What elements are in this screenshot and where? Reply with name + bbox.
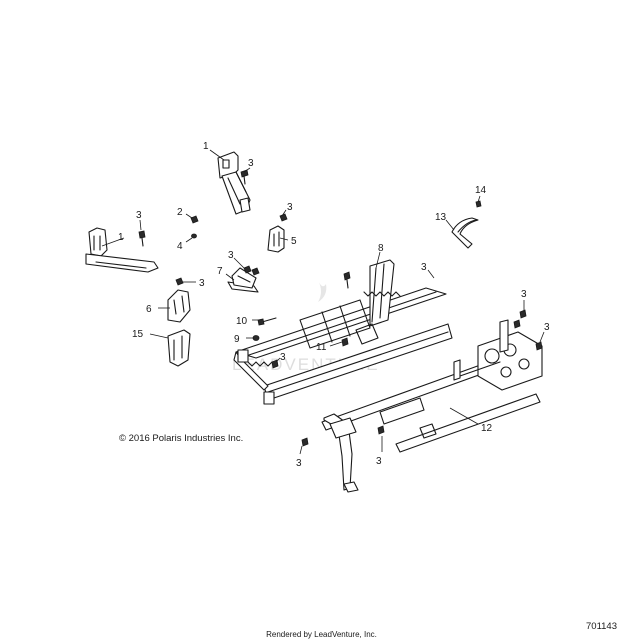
callout-3-right-of-8: 3	[421, 262, 427, 273]
part-15-bracket	[167, 329, 191, 367]
bolts-3-rear	[513, 309, 543, 351]
part-8-subframe	[233, 259, 453, 405]
callout-4: 4	[177, 241, 183, 252]
part-13-strap	[451, 217, 479, 249]
callout-3-bottom-left: 3	[296, 458, 302, 469]
callout-9: 9	[234, 334, 240, 345]
leader-lines	[101, 149, 545, 455]
callout-3-rear-right: 3	[544, 322, 550, 333]
callout-10: 10	[236, 316, 248, 327]
bolt-10	[257, 317, 277, 326]
callout-3-upper: 3	[248, 158, 254, 169]
callout-2: 2	[177, 207, 183, 218]
bolt-11	[341, 337, 349, 347]
bolt-3-on-8	[343, 271, 351, 289]
rendered-by-text: Rendered by LeadVenture, Inc.	[266, 630, 377, 639]
callout-11: 11	[316, 342, 327, 353]
callout-7: 7	[217, 266, 223, 277]
callout-3-left: 3	[136, 210, 142, 221]
callout-5: 5	[291, 236, 297, 247]
callout-8: 8	[378, 243, 384, 254]
callout-3-near-7: 3	[228, 250, 234, 261]
callout-3-bottom-mid: 3	[376, 456, 382, 467]
diagram-id: 701143	[586, 621, 617, 632]
bolts-3-near-7	[243, 265, 260, 276]
callout-labels: 1 3 2 3 1 4 3 5 3 7 3 6 15 10 9 3 8 11 3…	[118, 141, 550, 469]
bolt-3-upper	[240, 169, 249, 185]
callout-15: 15	[132, 329, 144, 340]
callout-3-near-5: 3	[287, 202, 293, 213]
callout-13: 13	[435, 212, 447, 223]
bolt-3-near-5	[279, 213, 288, 222]
callout-14: 14	[475, 185, 487, 196]
callout-1-left: 1	[118, 232, 124, 243]
part-5-bracket	[267, 225, 285, 253]
bolts-3-bottom	[301, 425, 385, 447]
callout-3-near-6: 3	[199, 278, 205, 289]
part-6-bracket	[167, 289, 191, 323]
part-1-upper-bracket	[217, 151, 251, 215]
part-7-bracket	[227, 267, 259, 293]
nut-2	[190, 215, 199, 224]
copyright-text: © 2016 Polaris Industries Inc.	[119, 433, 244, 444]
part-1-left-bracket	[85, 227, 159, 273]
bolt-3-near-6	[175, 277, 184, 286]
callout-3-rear-top: 3	[521, 289, 527, 300]
callout-1-upper: 1	[203, 141, 209, 152]
callout-12: 12	[481, 423, 493, 434]
washer-4	[191, 233, 197, 239]
callout-6: 6	[146, 304, 152, 315]
part-12-rear-frame	[321, 319, 543, 493]
bolt-3-left	[138, 230, 146, 247]
callout-3-mid: 3	[280, 352, 286, 363]
screw-14	[475, 200, 482, 208]
